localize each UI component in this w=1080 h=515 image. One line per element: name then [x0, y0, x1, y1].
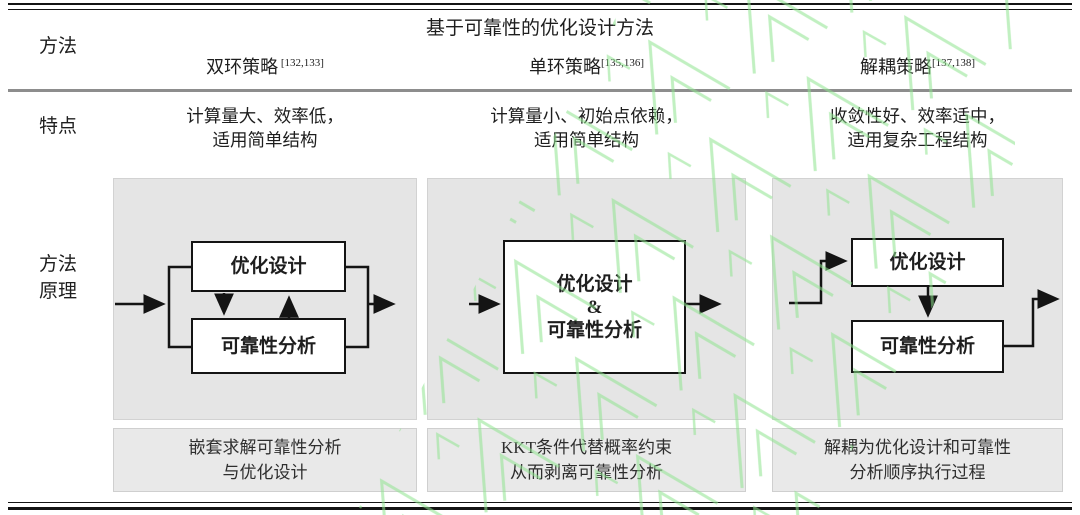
- summary-double-loop: 嵌套求解可靠性分析 与优化设计: [113, 428, 417, 492]
- diagram-panel-decoupled: 优化设计 可靠性分析: [772, 178, 1063, 420]
- column-header-double-loop: 双环策略 [132,133]: [206, 57, 324, 77]
- reference-marker: [135,136]: [600, 57, 645, 69]
- optimization-design-box: 优化设计: [191, 241, 346, 292]
- reference-marker: [137,138]: [931, 57, 976, 69]
- reference-marker: [132,133]: [278, 57, 324, 69]
- top-double-rule: [8, 3, 1072, 10]
- table-title: 基于可靠性的优化设计方法: [425, 18, 654, 39]
- column-header-decoupled: 解耦策略[137,138]: [859, 57, 976, 77]
- combined-optimization-reliability-box: 优化设计 & 可靠性分析: [503, 240, 686, 374]
- input-step-arrow: [789, 251, 848, 305]
- diagram-panel-double-loop: 优化设计 可靠性分析: [113, 178, 417, 420]
- diagram-panel-single-loop: 优化设计 & 可靠性分析: [427, 178, 746, 420]
- double-loop-connectors: [115, 265, 396, 349]
- feature-single-loop: 计算量小、初始点依赖， 适用简单结构: [490, 106, 683, 150]
- reliability-analysis-box: 可靠性分析: [851, 320, 1004, 373]
- summary-decoupled: 解耦为优化设计和可靠性 分析顺序执行过程: [772, 428, 1063, 492]
- reliability-analysis-box: 可靠性分析: [191, 318, 346, 374]
- column-header-single-loop: 单环策略[135,136]: [528, 57, 645, 77]
- output-step-arrow: [1004, 289, 1060, 348]
- row-label-method: 方法: [38, 36, 77, 57]
- row-label-principle: 方法 原理: [38, 254, 77, 302]
- row-label-features: 特点: [38, 116, 77, 137]
- feature-decoupled: 收敛性好、效率适中， 适用复杂工程结构: [830, 106, 1005, 150]
- bottom-double-rule: [8, 502, 1072, 510]
- optimization-design-box: 优化设计: [851, 238, 1004, 287]
- decoupled-connectors: [789, 251, 1060, 348]
- feature-double-loop: 计算量大、效率低， 适用简单结构: [186, 106, 344, 150]
- header-separator-rule: [8, 89, 1072, 92]
- summary-single-loop: KKT条件代替概率约束 从而剥离可靠性分析: [427, 428, 746, 492]
